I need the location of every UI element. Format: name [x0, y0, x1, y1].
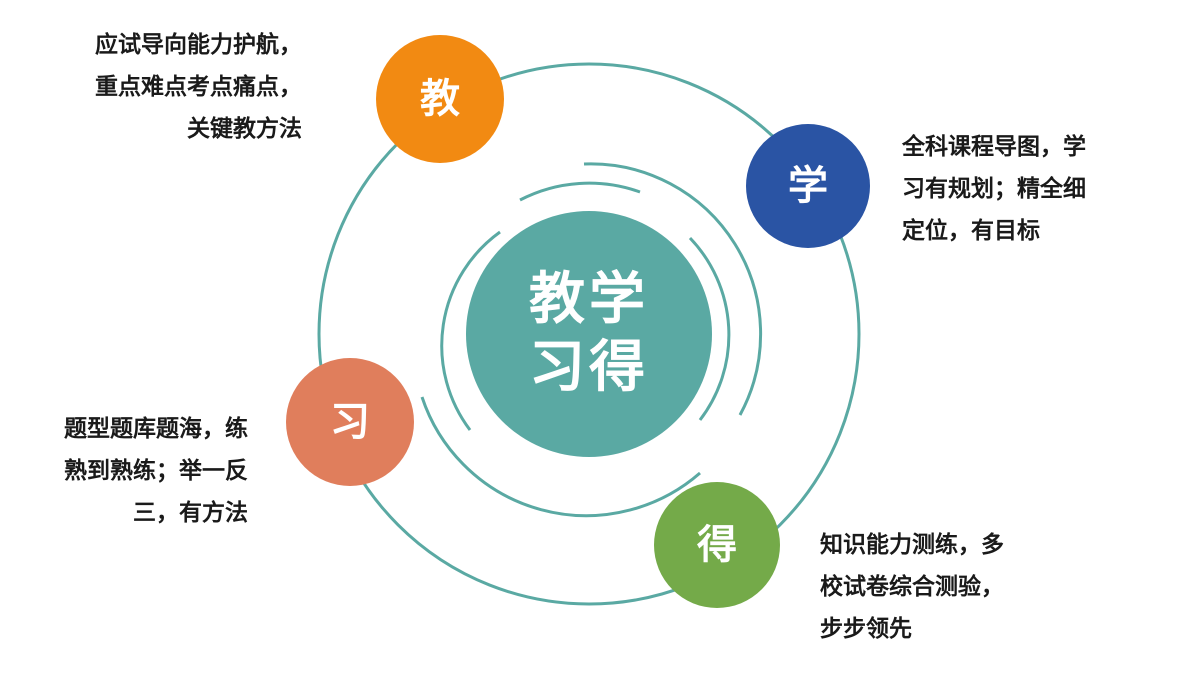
desc-de-line1: 知识能力测练，多 — [820, 532, 1004, 558]
desc-xue: 全科课程导图，学 习有规划；精全细 定位，有目标 — [902, 126, 1086, 252]
node-jiao-label: 教 — [420, 76, 460, 122]
desc-jiao-line2: 重点难点考点痛点， — [95, 74, 302, 100]
node-de: 得 — [654, 482, 780, 608]
center-title-line1: 教学 — [529, 266, 649, 332]
inner-arc-left — [440, 230, 501, 431]
desc-xi-line3: 三，有方法 — [133, 500, 248, 526]
inner-arc-right — [688, 236, 731, 421]
desc-de: 知识能力测练，多 校试卷综合测验， 步步领先 — [820, 524, 1004, 650]
desc-de-line3: 步步领先 — [820, 616, 912, 642]
inner-arc-upper — [583, 162, 763, 416]
inner-arc-top — [519, 181, 641, 202]
desc-xi: 题型题库题海，练 熟到熟练；举一反 三，有方法 — [64, 408, 248, 534]
node-de-label: 得 — [697, 522, 737, 568]
desc-jiao-line1: 应试导向能力护航， — [95, 32, 302, 58]
desc-xue-line2: 习有规划；精全细 — [902, 176, 1086, 202]
desc-de-line2: 校试卷综合测验， — [820, 574, 1004, 600]
node-jiao: 教 — [376, 35, 504, 163]
node-xi-label: 习 — [330, 399, 370, 445]
outer-orbit-ring — [317, 62, 861, 606]
desc-xi-line1: 题型题库题海，练 — [64, 416, 248, 442]
desc-xue-line1: 全科课程导图，学 — [902, 134, 1086, 160]
inner-arc-lower-left — [420, 396, 701, 518]
desc-xue-line3: 定位，有目标 — [902, 218, 1040, 244]
node-xue: 学 — [746, 124, 870, 248]
node-xue-label: 学 — [788, 163, 828, 209]
desc-xi-line2: 熟到熟练；举一反 — [64, 458, 248, 484]
center-title-line2: 习得 — [529, 335, 649, 400]
desc-jiao-line3: 关键教方法 — [187, 116, 302, 142]
node-xi: 习 — [286, 358, 414, 486]
center-circle: 教学 习得 — [466, 211, 712, 457]
desc-jiao: 应试导向能力护航， 重点难点考点痛点， 关键教方法 — [95, 24, 302, 150]
